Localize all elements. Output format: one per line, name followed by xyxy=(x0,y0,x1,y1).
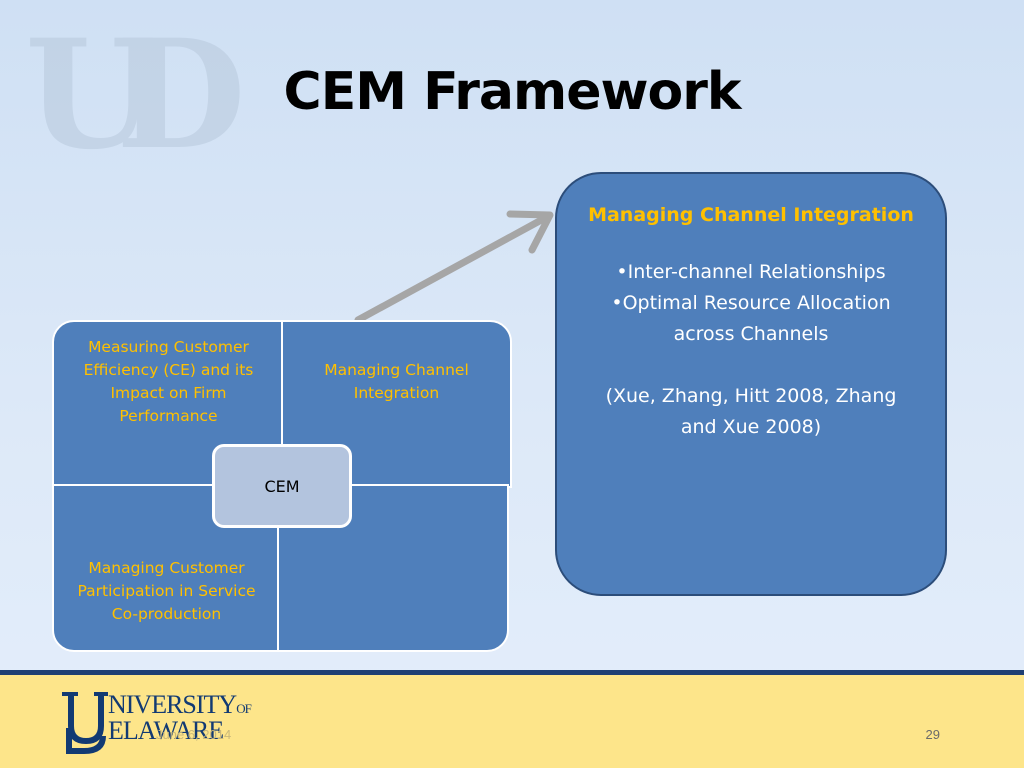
slide-title: CEM Framework xyxy=(283,62,742,122)
detail-bullets: •Inter-channel Relationships •Optimal Re… xyxy=(587,257,915,350)
detail-box: Managing Channel Integration •Inter-chan… xyxy=(555,172,947,596)
detail-citation: (Xue, Zhang, Hitt 2008, Zhang and Xue 20… xyxy=(605,385,897,438)
quadrant-customer-participation: Managing Customer Participation in Servi… xyxy=(52,484,281,652)
logo-wordmark-top: NIVERSITYOF xyxy=(108,690,252,719)
detail-bullet: •Optimal Resource Allocation across Chan… xyxy=(611,292,891,345)
footer-rule xyxy=(0,670,1024,675)
pointer-arrow-icon xyxy=(354,210,554,324)
university-logo: NIVERSITYOF ELAWARE xyxy=(58,688,252,758)
logo-of-text: OF xyxy=(236,701,252,716)
detail-bullet: •Inter-channel Relationships xyxy=(616,261,886,283)
slide-date: June 6, 2014 xyxy=(156,727,232,742)
footer-band xyxy=(0,675,1024,768)
ud-monogram-icon xyxy=(62,692,108,754)
quadrant-measuring-ce: Measuring Customer Efficiency (CE) and i… xyxy=(52,320,285,488)
cem-center-box: CEM xyxy=(212,444,352,528)
cem-center-label: CEM xyxy=(264,476,300,496)
logo-university-text: NIVERSITY xyxy=(108,690,237,719)
detail-title: Managing Channel Integration xyxy=(588,204,914,226)
page-number: 29 xyxy=(925,727,940,742)
logo-delaware-text: ELAWARE xyxy=(108,716,224,745)
